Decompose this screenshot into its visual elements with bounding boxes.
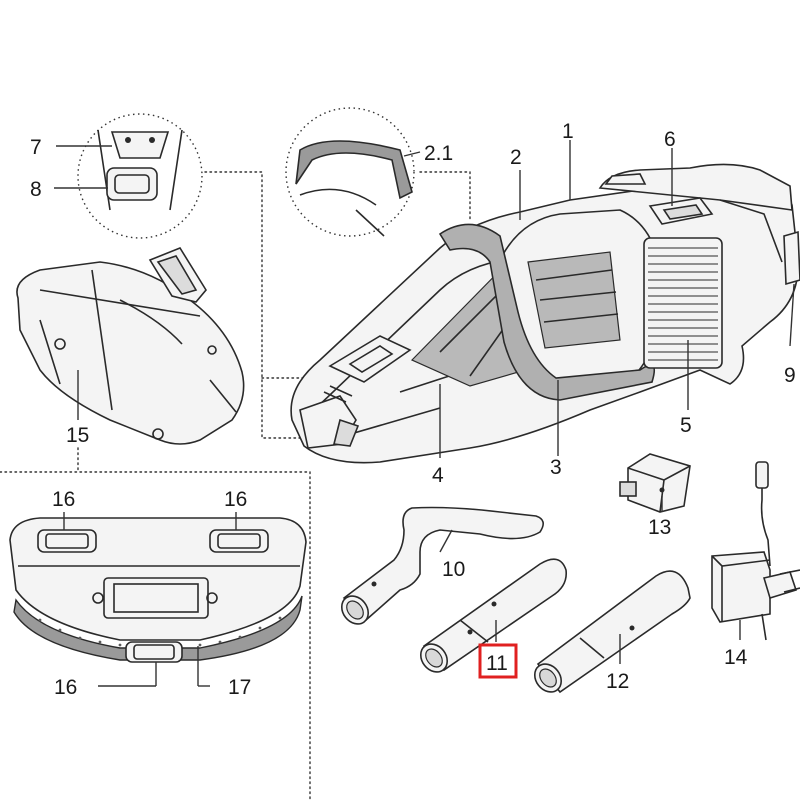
label-1: 1 — [562, 120, 574, 143]
label-14: 14 — [724, 646, 748, 669]
label-5: 5 — [680, 414, 692, 437]
label-13: 13 — [648, 516, 671, 539]
label-2-1: 2.1 — [424, 142, 453, 165]
part-labels: 7 8 2.1 2 1 6 9 5 3 4 15 16 16 16 17 10 … — [30, 120, 796, 699]
main-vacuum-unit — [290, 163, 800, 464]
part-7-latch — [110, 131, 170, 159]
leader-lines — [54, 140, 795, 687]
label-12: 12 — [606, 670, 629, 693]
label-8: 8 — [30, 178, 42, 201]
label-9: 9 — [784, 364, 796, 387]
label-16-left: 16 — [52, 488, 75, 511]
label-4: 4 — [432, 464, 444, 487]
part-10-bent-tube — [340, 506, 544, 625]
label-11: 11 — [486, 652, 508, 675]
label-16-right: 16 — [224, 488, 247, 511]
part-14-charger — [711, 461, 800, 641]
label-16-bottom: 16 — [54, 676, 77, 699]
label-7: 7 — [30, 136, 42, 159]
dotted-guides — [0, 171, 471, 800]
label-17: 17 — [228, 676, 251, 699]
part-9-switch — [783, 230, 800, 286]
highlight-box-part-11 — [478, 643, 518, 679]
part-11-straight-tube — [419, 558, 568, 673]
label-15: 15 — [66, 424, 89, 447]
label-6: 6 — [664, 128, 676, 151]
part-17-squeegee-tray — [9, 517, 307, 663]
part-2-1-seal-detail — [295, 140, 413, 200]
part-15-floor-nozzle — [16, 247, 245, 445]
part-13-adapter — [619, 453, 691, 513]
detail-circle-2-1 — [285, 107, 415, 237]
part-12-crevice-tool — [533, 570, 691, 694]
label-3: 3 — [550, 456, 562, 479]
detail-circle-7-8 — [77, 113, 203, 239]
part-5-pleated-filter — [643, 237, 723, 369]
label-2: 2 — [510, 146, 522, 169]
label-10: 10 — [442, 558, 465, 581]
